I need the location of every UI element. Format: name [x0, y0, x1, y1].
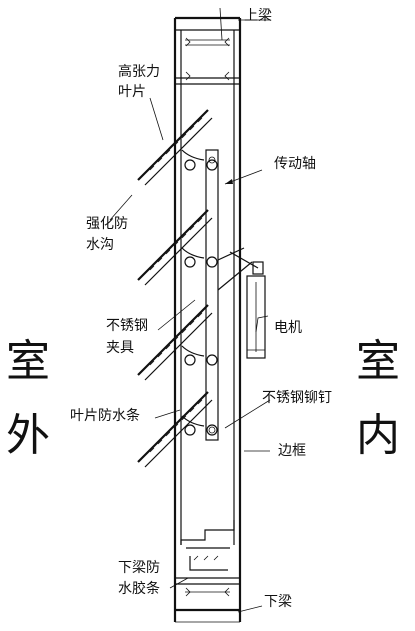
- top-beam: [175, 7, 240, 85]
- indoor-label-char1: 室: [356, 336, 400, 387]
- frame-label: 边框: [278, 443, 306, 459]
- outdoor-label-char1: 室: [6, 336, 50, 387]
- louver-blades: [137, 109, 218, 468]
- blade: [137, 304, 218, 381]
- blade: [137, 391, 218, 468]
- side-frame: [173, 18, 242, 622]
- gutter-label-line1: 强化防: [86, 216, 128, 232]
- clamp-label-line1: 不锈钢: [106, 318, 148, 334]
- rivet-label: 不锈钢铆钉: [262, 390, 332, 406]
- drive-shaft-label: 传动轴: [274, 156, 316, 172]
- drive-shaft: [205, 149, 263, 441]
- top-beam-label: 上梁: [244, 8, 272, 24]
- bottom-seal-label-line1: 下梁防: [118, 560, 160, 576]
- blade: [137, 109, 218, 186]
- bottom-beam-label: 下梁: [264, 594, 292, 610]
- outdoor-label-char2: 外: [6, 410, 50, 461]
- gutter-label-line2: 水沟: [86, 237, 114, 253]
- leader-lines: [109, 19, 271, 613]
- blade-seal-label: 叶片防水条: [70, 407, 140, 424]
- indoor-label-char2: 内: [356, 410, 400, 461]
- bottom-beam: [175, 520, 240, 623]
- clamp-label-line2: 夹具: [106, 340, 134, 356]
- motor-assembly: [217, 247, 266, 359]
- bottom-seal-label-line2: 水胶条: [118, 580, 160, 597]
- blade-label-line2: 叶片: [118, 84, 146, 100]
- blade: [137, 209, 218, 286]
- motor-label: 电机: [274, 320, 302, 336]
- blade-label-line1: 高张力: [118, 63, 160, 80]
